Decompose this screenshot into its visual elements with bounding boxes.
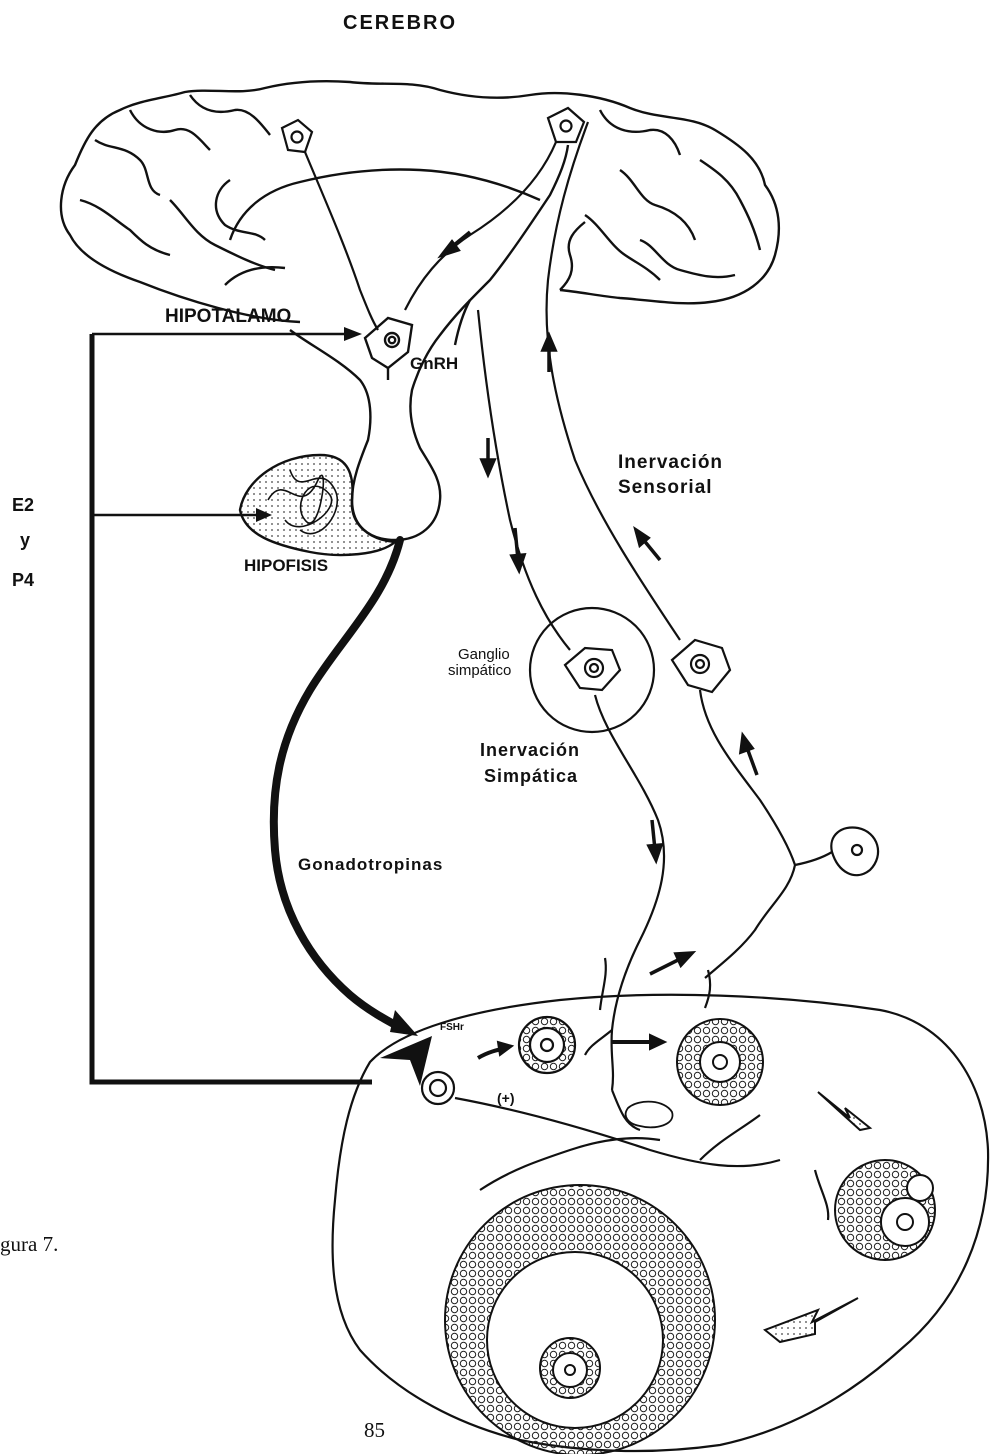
gnrh-label: GnRH bbox=[410, 354, 458, 374]
cortical-neuron-right bbox=[405, 108, 584, 310]
ganglio-label-line2: simpático bbox=[448, 662, 511, 679]
posterior-pituitary bbox=[240, 455, 395, 555]
inervacion-sensorial-label-line2: Sensorial bbox=[618, 477, 713, 499]
antral-follicle bbox=[835, 1160, 935, 1260]
page-number: 85 bbox=[364, 1418, 385, 1443]
cortical-neuron-left bbox=[282, 120, 378, 330]
fshr-label: FSHr bbox=[440, 1022, 464, 1033]
e2-text: E2 bbox=[12, 495, 34, 515]
sensory-neuron bbox=[672, 640, 878, 875]
y-label: y bbox=[20, 530, 30, 551]
preovulatory-follicle bbox=[445, 1185, 715, 1454]
inervacion-sensorial-label-line1: Inervación bbox=[618, 452, 723, 474]
corpus-body bbox=[626, 1102, 673, 1128]
hypothalamic-gnrh-neuron bbox=[365, 318, 412, 380]
inervacion-simpatica-label-line2: Simpática bbox=[484, 766, 578, 787]
gonadotropinas-label: Gonadotropinas bbox=[298, 855, 443, 875]
ganglion-neuron bbox=[530, 608, 654, 732]
diagram-title: CEREBRO bbox=[343, 12, 457, 35]
gonadotropins-pathway bbox=[274, 540, 418, 1036]
figure-caption: gura 7. bbox=[0, 1232, 58, 1257]
e2-label: E2 bbox=[12, 495, 34, 516]
primary-follicle bbox=[519, 1017, 575, 1073]
hipofisis-label: HIPOFISIS bbox=[244, 556, 328, 576]
primordial-follicle bbox=[422, 1072, 454, 1104]
secondary-follicle bbox=[677, 1019, 763, 1105]
direction-arrows bbox=[442, 232, 757, 974]
sensory-pathway bbox=[547, 122, 832, 978]
plus-label: (+) bbox=[497, 1090, 515, 1106]
sympathetic-pathway bbox=[478, 310, 664, 1090]
p4-label: P4 bbox=[12, 570, 34, 591]
ganglio-label-line1: Ganglio bbox=[458, 646, 510, 663]
inervacion-simpatica-label-line1: Inervación bbox=[480, 740, 580, 761]
hipotalamo-label: HIPOTALAMO bbox=[165, 306, 291, 328]
